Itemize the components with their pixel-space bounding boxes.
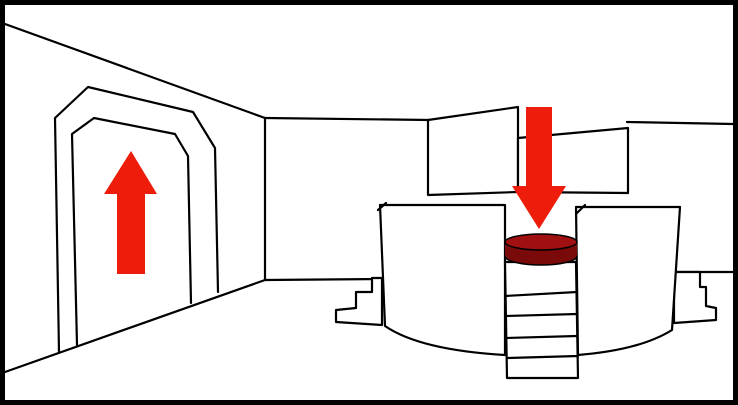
down-arrow-icon <box>512 107 566 229</box>
left-wall-top-edge <box>3 22 267 120</box>
down-arrow-button[interactable] <box>512 107 566 229</box>
red-button-top <box>504 233 578 251</box>
podium-left-wall <box>378 203 507 357</box>
right-stairs <box>672 270 718 325</box>
step-line-4 <box>505 354 580 360</box>
back-wall-top-edge <box>263 116 432 122</box>
podium-right-top <box>574 203 587 216</box>
left-wall-bottom-edge <box>3 278 267 374</box>
doorway-inner-frame <box>70 116 193 347</box>
back-wall-top-edge-right <box>625 120 735 126</box>
center-steps <box>503 260 580 380</box>
podium-right-wall <box>574 205 682 357</box>
back-wall-floor-line <box>263 277 384 282</box>
ceiling-panel-left <box>426 105 520 197</box>
up-arrow-icon <box>104 151 157 274</box>
podium-left-top <box>376 201 388 212</box>
step-line-1 <box>503 290 579 298</box>
forward-arrow-button[interactable] <box>104 151 157 274</box>
left-stairs <box>334 276 384 327</box>
step-line-2 <box>504 312 579 318</box>
doorway-outer-frame <box>53 85 220 354</box>
red-button[interactable] <box>504 233 578 266</box>
step-line-3 <box>504 334 579 340</box>
